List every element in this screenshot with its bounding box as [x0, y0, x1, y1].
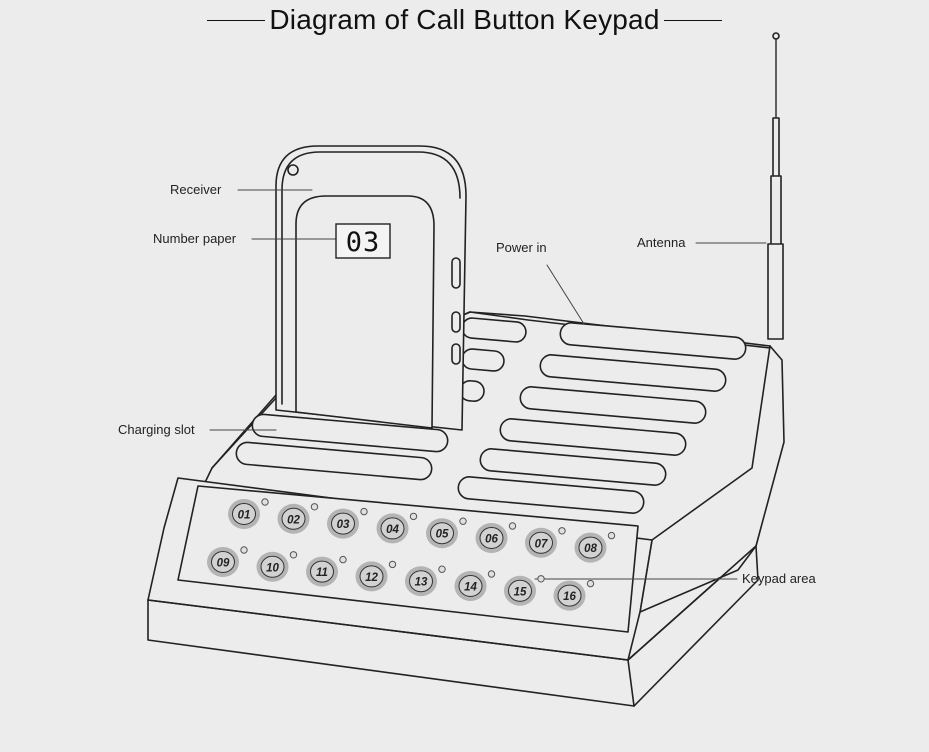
keypad-buttons: 01 02 03 04 05 06 07 08 09 10 11 12 13 14 15 16: [207, 498, 616, 611]
number-display: [335, 223, 391, 259]
key-label: 08: [584, 543, 597, 555]
charging-slots-left: [235, 317, 527, 481]
key-label: 11: [316, 567, 328, 579]
key-face: [260, 555, 285, 578]
label-number-paper: Number paper: [153, 231, 237, 246]
key-label: 12: [365, 572, 378, 584]
key-button-16[interactable]: 16: [553, 579, 595, 611]
key-label: 03: [337, 519, 350, 531]
key-button-10[interactable]: 10: [256, 551, 298, 582]
charging-slots-right: [457, 322, 747, 514]
key-indicator-light: [558, 527, 566, 535]
diagram-title: Diagram of Call Button Keypad: [0, 0, 929, 40]
key-face: [232, 503, 256, 525]
key-face: [331, 512, 355, 535]
key-label: 15: [514, 586, 527, 598]
key-label: 07: [535, 538, 548, 550]
key-face: [529, 531, 553, 554]
title-rule-right: [663, 19, 722, 21]
key-indicator-light: [388, 560, 397, 569]
key-label: 04: [386, 524, 399, 536]
key-label: 01: [238, 510, 251, 522]
key-face: [578, 536, 603, 559]
title-rule-left: [207, 19, 266, 21]
key-label: 02: [287, 514, 300, 526]
label-charging-slot: Charging slot: [118, 422, 195, 437]
key-button-11[interactable]: 11: [306, 555, 347, 587]
key-face: [557, 584, 582, 607]
key-indicator-light: [459, 517, 467, 525]
key-indicator-light: [310, 503, 319, 511]
key-face: [458, 575, 483, 597]
key-indicator-light: [586, 579, 595, 588]
key-indicator-light: [487, 570, 496, 578]
key-indicator-light: [261, 498, 269, 506]
key-indicator-light: [360, 507, 368, 516]
key-indicator-light: [409, 512, 418, 521]
key-label: 09: [217, 558, 230, 570]
key-face: [359, 565, 384, 588]
receiver: [275, 145, 467, 431]
key-face: [281, 507, 306, 530]
key-label: 14: [464, 582, 477, 594]
key-label: 05: [436, 529, 449, 541]
key-indicator-light: [537, 575, 545, 583]
key-face: [508, 579, 532, 602]
label-power-in: Power in: [496, 240, 547, 255]
key-indicator-light: [438, 565, 446, 573]
key-face: [211, 551, 235, 573]
key-face: [310, 560, 334, 583]
key-face: [479, 527, 504, 549]
key-face: [430, 522, 454, 545]
key-indicator-light: [508, 522, 517, 530]
key-button-07[interactable]: 07: [525, 527, 566, 558]
antenna: [767, 32, 784, 340]
key-button-09[interactable]: 09: [207, 546, 248, 577]
key-indicator-light: [339, 555, 347, 564]
key-indicator-light: [607, 531, 616, 540]
key-button-13[interactable]: 13: [405, 565, 446, 597]
key-face: [380, 517, 405, 540]
key-button-12[interactable]: 12: [355, 560, 397, 592]
key-button-04[interactable]: 04: [376, 512, 418, 544]
base-right-face: [639, 345, 785, 613]
leader-lines: [209, 189, 767, 580]
label-receiver: Receiver: [170, 182, 222, 197]
key-face: [409, 570, 433, 593]
key-button-05[interactable]: 05: [426, 517, 467, 549]
key-button-02[interactable]: 02: [277, 503, 319, 534]
key-label: 16: [563, 591, 576, 603]
key-button-15[interactable]: 15: [504, 575, 545, 606]
key-button-01[interactable]: 01: [228, 498, 269, 529]
number-paper-screen: [295, 195, 435, 429]
key-label: 13: [415, 577, 428, 589]
key-indicator-light: [240, 546, 248, 554]
key-label: 10: [266, 562, 279, 574]
label-keypad-area: Keypad area: [742, 571, 816, 586]
label-antenna: Antenna: [637, 235, 686, 250]
title-text: Diagram of Call Button Keypad: [269, 4, 660, 35]
display-number: 03: [346, 227, 381, 258]
key-indicator-light: [289, 551, 298, 559]
key-button-03[interactable]: 03: [327, 507, 368, 539]
key-button-06[interactable]: 06: [475, 522, 517, 553]
key-label: 06: [485, 534, 498, 546]
key-button-14[interactable]: 14: [454, 570, 496, 601]
key-button-08[interactable]: 08: [574, 531, 616, 563]
